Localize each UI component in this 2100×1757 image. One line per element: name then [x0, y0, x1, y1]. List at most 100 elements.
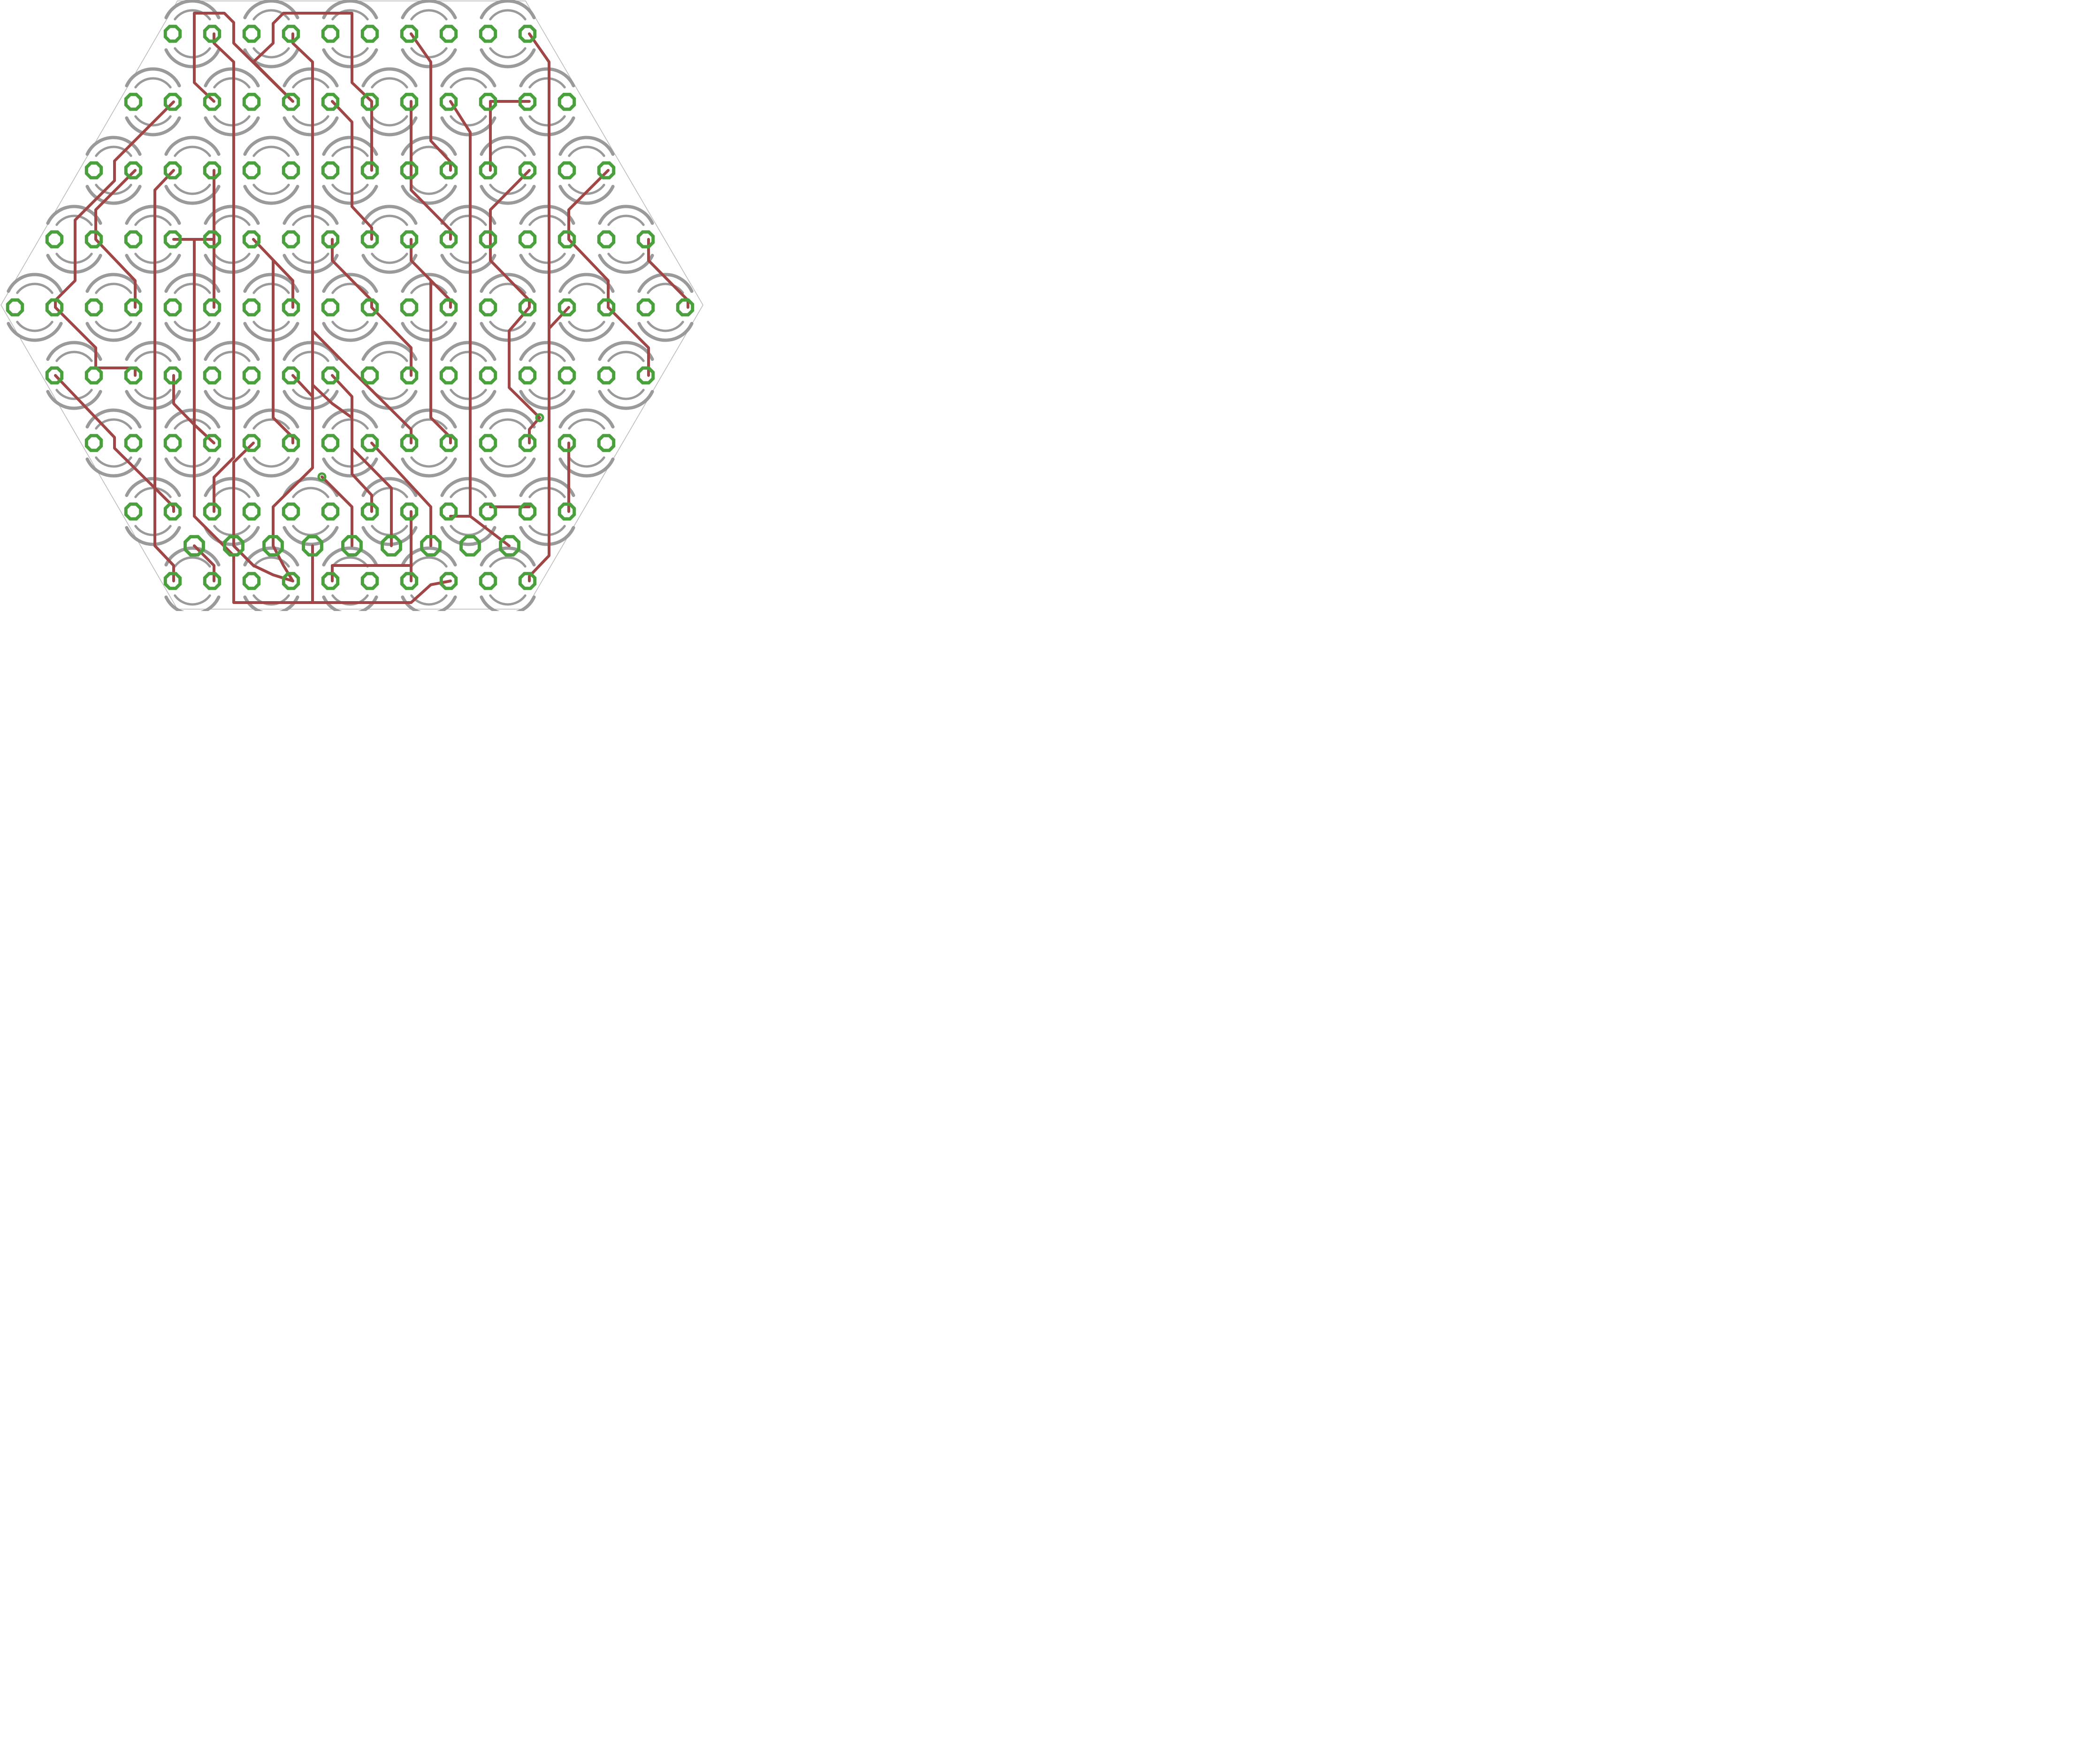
led-footprint — [322, 546, 378, 611]
pad — [636, 298, 655, 317]
trace — [311, 329, 412, 444]
trace — [528, 32, 550, 582]
pad — [203, 434, 221, 452]
pad — [597, 161, 616, 180]
pad — [439, 366, 458, 385]
header-pad — [302, 535, 323, 557]
pad — [84, 230, 103, 249]
pad — [282, 92, 300, 111]
led-footprint — [480, 136, 536, 205]
pad — [321, 298, 340, 317]
pad — [321, 366, 340, 385]
pad — [360, 434, 379, 452]
pad — [242, 298, 261, 317]
led-footprint — [598, 341, 654, 410]
trace — [410, 32, 452, 172]
pad — [203, 24, 221, 43]
pad — [636, 230, 655, 249]
header-pad — [499, 535, 520, 557]
pad — [282, 434, 300, 452]
pad — [479, 572, 497, 590]
pcb-board — [0, 0, 703, 611]
led-footprint — [283, 477, 339, 546]
trace — [567, 169, 650, 377]
led-footprint — [7, 273, 63, 342]
trace — [321, 475, 353, 547]
pad — [439, 298, 458, 317]
led-footprint — [480, 408, 536, 478]
pad — [360, 92, 379, 111]
led-footprint — [125, 477, 181, 546]
trace — [232, 544, 255, 567]
pad — [242, 161, 261, 180]
pad — [557, 298, 576, 317]
pad — [282, 230, 300, 249]
led-footprint — [204, 477, 260, 546]
pad — [400, 230, 419, 249]
pad — [360, 230, 379, 249]
pad — [203, 572, 221, 590]
pad — [518, 230, 537, 249]
pad — [439, 161, 458, 180]
trace — [370, 442, 432, 547]
led-footprint — [519, 477, 575, 546]
pad — [321, 161, 340, 180]
pad — [360, 502, 379, 521]
pad — [124, 230, 143, 249]
pad — [518, 24, 537, 43]
pad — [163, 502, 182, 521]
pad — [163, 434, 182, 452]
pad — [282, 502, 300, 521]
trace — [172, 374, 215, 444]
pad — [518, 572, 537, 590]
pad — [242, 572, 261, 590]
pad — [518, 161, 537, 180]
pad — [636, 366, 655, 385]
pad — [439, 434, 458, 452]
pad — [203, 161, 221, 180]
led-footprint — [125, 205, 181, 274]
led-footprint — [361, 205, 418, 274]
led-footprint — [598, 205, 654, 274]
pad — [518, 366, 537, 385]
trace — [429, 279, 452, 444]
pad — [557, 230, 576, 249]
pad-layer — [6, 24, 695, 590]
led-footprint — [243, 273, 299, 342]
pad — [400, 434, 419, 452]
pad — [400, 298, 419, 317]
trace — [410, 100, 452, 241]
pad — [360, 161, 379, 180]
trace — [647, 238, 689, 309]
pad — [400, 92, 419, 111]
led-footprint — [401, 273, 457, 342]
pad — [321, 572, 340, 590]
pad — [84, 298, 103, 317]
trace — [272, 32, 314, 582]
pad — [163, 92, 182, 111]
pad — [124, 434, 143, 452]
pad — [124, 298, 143, 317]
via-layer — [317, 413, 544, 481]
trace — [331, 238, 412, 377]
header-pad — [341, 535, 363, 557]
pad — [203, 502, 221, 521]
pad — [360, 572, 379, 590]
pad — [597, 298, 616, 317]
led-footprint — [519, 205, 575, 274]
led-footprint — [164, 408, 221, 478]
led-footprint — [322, 273, 378, 342]
header-pad — [420, 535, 442, 557]
led-footprint — [125, 67, 181, 137]
pad — [163, 298, 182, 317]
pad — [439, 502, 458, 521]
pad — [479, 230, 497, 249]
pad — [479, 161, 497, 180]
pad — [518, 502, 537, 521]
led-footprint — [440, 341, 496, 410]
pad — [400, 161, 419, 180]
pad — [439, 92, 458, 111]
pad — [400, 502, 419, 521]
pad — [163, 24, 182, 43]
pad — [321, 434, 340, 452]
